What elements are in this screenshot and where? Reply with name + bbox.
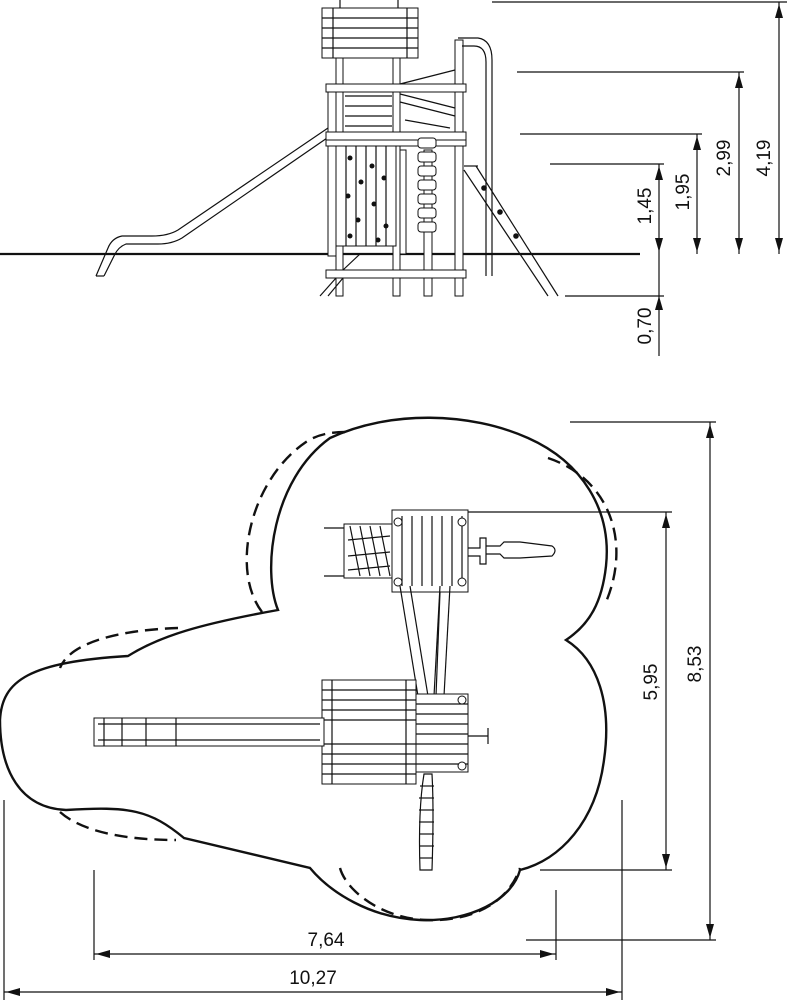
alt-safety-area-outline xyxy=(58,430,618,922)
slide-plan xyxy=(93,717,325,747)
fireman-pole-plan xyxy=(468,537,556,565)
lower-tower-plan xyxy=(415,693,489,773)
foundation-depth-label: 0,70 xyxy=(635,308,656,345)
climbing-net-plan xyxy=(324,523,393,579)
fireman-pole-side xyxy=(458,37,493,276)
foundation-side xyxy=(319,253,467,297)
safety-depth-label: 8,53 xyxy=(685,646,706,683)
total-height-label: 4,19 xyxy=(754,140,775,177)
height-dimensions: 4,19 2,99 1,95 1,45 0,70 xyxy=(492,1,787,356)
platform-frame-side xyxy=(325,69,467,147)
upper-tower-plan xyxy=(391,509,469,593)
roof-plan xyxy=(321,679,417,785)
roof-height-label: 2,99 xyxy=(714,140,735,177)
plan-view: 8,53 5,95 7,64 10,27 xyxy=(0,416,716,1000)
rail-height-label: 1,95 xyxy=(673,174,694,211)
platform-height-label: 1,45 xyxy=(635,188,656,225)
side-elevation: 4,19 2,99 1,95 1,45 0,70 xyxy=(0,0,787,356)
rope-ladder-side xyxy=(417,137,437,233)
bridge-plan xyxy=(399,585,451,697)
structure-depth-label: 5,95 xyxy=(641,664,662,701)
climbing-wall-side xyxy=(335,145,397,247)
slide-side xyxy=(95,127,331,277)
ladder-side xyxy=(463,165,559,297)
safety-area-outline xyxy=(0,416,608,922)
ladder-plan xyxy=(418,773,434,871)
safety-width-label: 10,27 xyxy=(289,968,337,989)
plan-dimensions: 8,53 5,95 7,64 10,27 xyxy=(3,421,716,1000)
structure-width-label: 7,64 xyxy=(308,930,345,951)
roof-side xyxy=(321,0,419,59)
